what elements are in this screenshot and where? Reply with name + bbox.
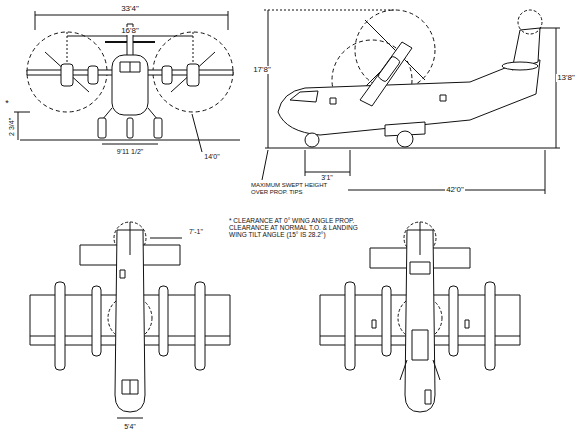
extension-line [305,150,306,176]
fuselage [278,60,540,135]
gear-door [400,360,407,380]
dimension-line [556,28,557,148]
dimension-line [268,10,269,148]
vertical-fin [130,222,131,255]
horizontal-tail [502,62,538,70]
extension-line [350,150,351,176]
nacelle [345,282,355,370]
extension-line [228,11,229,30]
fuselage [112,55,148,115]
nacelle [55,282,65,370]
cockpit-window [122,380,138,394]
nacelle [377,56,400,83]
wheel [397,131,413,147]
dimension-label: * [4,99,10,109]
fuselage [405,230,435,412]
nacelle [61,64,73,86]
leader-line [192,114,202,152]
wheel [127,118,133,138]
dimension-label: 42'0" [445,186,465,195]
dimension-line [102,144,158,145]
nacelle [92,286,101,356]
leader-line [262,150,268,180]
prop-disc [355,10,435,90]
nacelle [159,286,168,356]
ground-line [265,148,560,149]
dimension-label: 5'4" [123,423,137,431]
window [372,320,376,328]
sponson-bay [412,330,428,360]
window [465,320,469,328]
gear-door [433,360,440,380]
note-text: MAXIMUM SWEPT HEIGHT OVER PROP. TIPS [250,182,344,195]
nose-gear [425,390,431,404]
wheel [154,118,162,138]
tail-rotor [518,10,542,34]
ground-line [20,140,240,141]
side-view [262,10,560,194]
nacelle [382,286,391,356]
nacelle [88,66,98,84]
front-view [14,11,240,152]
cockpit-window [290,91,318,102]
nacelle [449,286,458,356]
note-text: * CLEARANCE AT 0° WING ANGLE PROP. CLEAR… [228,217,368,238]
tilted-wing [360,42,412,106]
wheel [98,118,106,138]
plan-view-bottom [320,222,520,412]
window [440,95,446,101]
dimension-label: 16'8" [120,27,140,36]
dimension-label: 13'8" [556,74,576,83]
extension-line [545,150,546,194]
extension-line [35,11,36,30]
extension-line [14,112,30,113]
nacelle [195,282,205,370]
windscreen-frame [130,380,131,394]
dimension-line [117,418,143,419]
window [330,98,336,104]
dimension-label: 14'0" [203,153,221,161]
dimension-label: 17'8" [252,66,272,75]
fuselage [115,230,145,412]
dimension-label: 3'1" [320,174,334,182]
dimension-label: 9'11 1/2" [116,148,145,156]
hatch [120,270,125,278]
extension-line [264,10,395,11]
windscreen-frame [130,62,131,72]
dimension-label: 7'-1" [188,228,204,236]
dimension-line [18,112,19,140]
wheel [305,133,319,147]
nacelle [187,64,199,86]
plan-view-top [30,222,230,418]
dimension-label: 33'4" [120,5,140,14]
dimension-line [305,172,350,173]
nacelle [162,66,172,84]
nacelle [485,282,495,370]
dimension-line [35,15,228,16]
cargo-door [410,262,430,274]
extension-line [540,28,560,29]
dimension-label: 2 3/4" [8,117,16,137]
dimension-line [150,238,182,239]
vertical-fin [420,222,421,255]
windscreen [120,62,140,72]
